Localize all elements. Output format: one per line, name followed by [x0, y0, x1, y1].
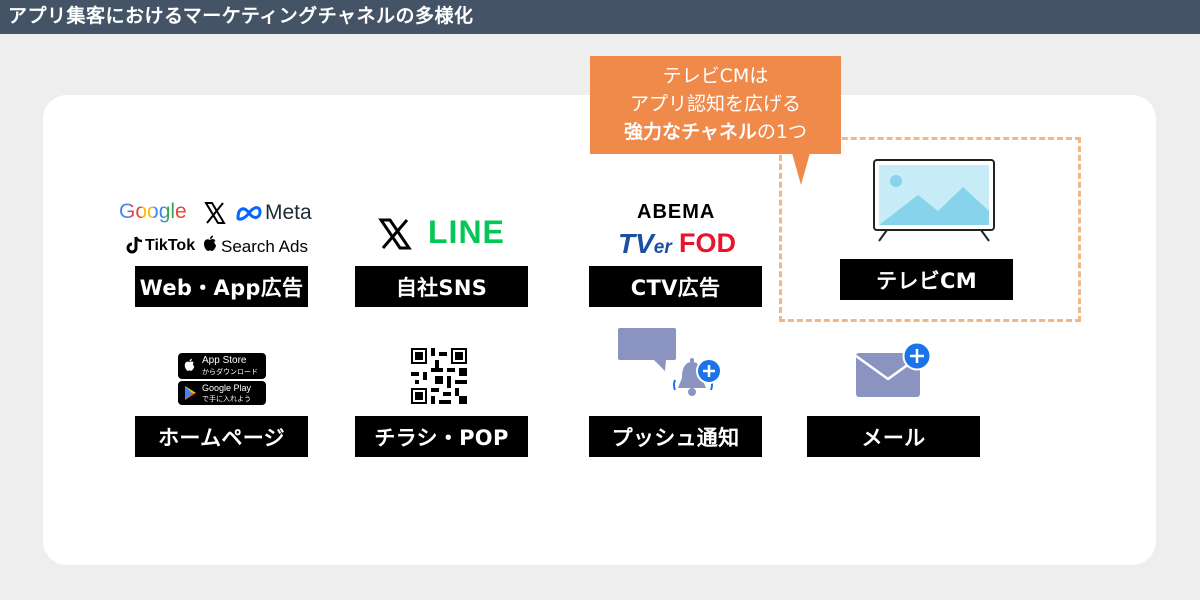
- google-logo: Google: [119, 200, 187, 224]
- tver-logo-er: er: [653, 237, 672, 258]
- callout-line-3: 強力なチャネルの1つ: [590, 118, 841, 146]
- tver-logo: TVer: [618, 228, 672, 260]
- tv-cm-callout: テレビCMは アプリ認知を広げる 強力なチャネルの1つ: [590, 56, 841, 154]
- play-icon: [185, 386, 196, 400]
- abema-logo-text: ABEMA: [637, 201, 716, 223]
- x-logo-icon: [204, 202, 226, 224]
- plus-icon: [696, 358, 722, 384]
- tv-cm-highlight-frame: [779, 137, 1081, 322]
- callout-emphasis: 強力なチャネル: [624, 121, 757, 143]
- title-bar: アプリ集客におけるマーケティングチャネルの多様化: [0, 0, 1200, 34]
- callout-line-1: テレビCMは: [662, 65, 769, 87]
- channel-label-own-sns: 自社SNS: [355, 266, 528, 307]
- google-play-badge-title: Google Play: [202, 383, 252, 393]
- app-store-badge: App Store からダウンロード: [178, 353, 266, 379]
- tv-icon: [873, 159, 995, 242]
- channel-label-homepage: ホームページ: [135, 416, 308, 457]
- tiktok-logo-text: TikTok: [145, 237, 196, 254]
- tver-logo-tv: TV: [618, 228, 654, 259]
- callout-line-2: アプリ認知を広げる: [629, 93, 801, 115]
- apple-icon: [204, 235, 216, 251]
- channel-label-tv-cm: テレビCM: [840, 259, 1013, 300]
- app-store-badge-title: App Store: [202, 355, 247, 366]
- page-title: アプリ集客におけるマーケティングチャネルの多様化: [8, 5, 474, 27]
- search-ads-logo-text: Search Ads: [221, 237, 308, 256]
- meta-logo-text: Meta: [265, 201, 312, 224]
- channel-label-push-notification: プッシュ通知: [589, 416, 762, 457]
- channel-label-mail: メール: [807, 416, 980, 457]
- line-logo-text: LINE: [428, 214, 505, 250]
- google-play-badge: Google Play で手に入れよう: [178, 381, 266, 405]
- qr-code-icon: [411, 348, 467, 404]
- callout-tail: [792, 153, 810, 185]
- channel-label-flyer-pop: チラシ・POP: [355, 416, 528, 457]
- google-logo-text: Google: [119, 200, 187, 223]
- channel-label-web-app-ads: Web・App広告: [135, 266, 308, 307]
- tiktok-icon: [126, 236, 143, 254]
- meta-icon: [236, 206, 262, 221]
- app-store-badge-sub: からダウンロード: [202, 368, 258, 376]
- google-play-badge-sub: で手に入れよう: [202, 395, 251, 403]
- plus-icon: [902, 341, 932, 371]
- x-logo-icon: [378, 218, 412, 250]
- channel-label-ctv-ads: CTV広告: [589, 266, 762, 307]
- apple-icon: [184, 358, 195, 371]
- fod-logo-text: FOD: [679, 228, 736, 258]
- callout-suffix: の1つ: [756, 121, 807, 143]
- chat-bubble-icon: [618, 328, 676, 371]
